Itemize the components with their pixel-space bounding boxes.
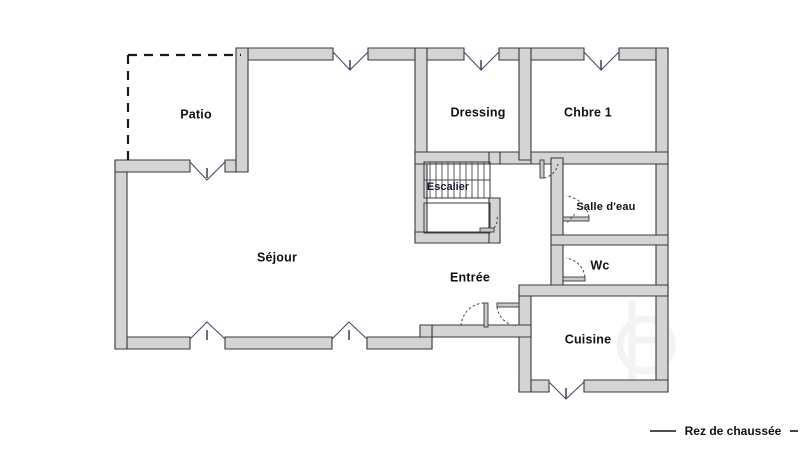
door-dressing-hall <box>539 159 559 179</box>
wall-patio-bottom-1 <box>114 159 191 173</box>
doors <box>460 159 590 328</box>
windows <box>189 51 620 400</box>
wall-structure <box>114 47 669 393</box>
wall-patio-right <box>235 47 249 173</box>
wall-entree-bottom <box>431 324 532 338</box>
room-label-wc: Wc <box>590 258 609 272</box>
wall-sejour-right <box>414 47 428 241</box>
window-cuisine-bottom <box>548 381 585 400</box>
window-patio-bottom <box>189 161 226 181</box>
patio-open-boundary <box>126 53 241 165</box>
wall-bottom-sejour-2 <box>224 336 333 350</box>
room-label-dressing: Dressing <box>450 105 505 119</box>
room-label-sejour: Séjour <box>257 250 297 264</box>
door-salledeau <box>562 195 590 222</box>
wall-bottom-cuisine-right <box>583 379 669 393</box>
room-label-patio: Patio <box>180 107 212 121</box>
door-entree-cuisine <box>496 302 520 327</box>
label-leaders <box>565 213 576 225</box>
wall-bottom-sejour-3 <box>366 336 433 350</box>
leader-salle-deau <box>565 213 576 225</box>
window-sejour-bottom-2 <box>331 321 368 340</box>
wall-escalier-right-upper <box>488 151 501 165</box>
window-top-2 <box>463 51 500 71</box>
caption-label: Rez de chaussée <box>685 424 782 438</box>
room-label-escalier: Escalier <box>427 181 470 193</box>
room-label-entree: Entrée <box>450 270 490 284</box>
wall-salledeau-bottom <box>550 234 669 246</box>
door-wc <box>562 257 586 282</box>
window-top-1 <box>332 51 369 71</box>
door-escalier <box>479 215 498 233</box>
door-entree-front <box>460 302 489 328</box>
wall-bottom-sejour-1 <box>126 336 191 350</box>
staircase <box>423 161 491 234</box>
wall-top-3 <box>498 47 585 61</box>
wall-salledeau-left <box>550 157 564 296</box>
plan-caption: Rez de chaussée <box>650 424 798 438</box>
wall-escalier-right-lower <box>488 197 501 244</box>
wall-chbre-bottom <box>530 151 669 165</box>
room-label-cuisine: Cuisine <box>565 332 612 346</box>
wall-top-1 <box>247 47 334 61</box>
wall-escalier-bottom <box>414 231 501 244</box>
wall-dressing-chbre <box>518 47 532 161</box>
room-label-salle-deau: Salle d'eau <box>576 201 635 213</box>
wall-cuisine-left <box>518 289 532 393</box>
wall-cuisine-top <box>518 284 669 297</box>
window-sejour-bottom-1 <box>189 321 226 340</box>
window-top-3 <box>583 51 620 71</box>
room-labels: Patio Séjour Dressing Chbre 1 Escalier S… <box>180 105 635 346</box>
wall-right-outer <box>655 47 669 393</box>
room-label-chbre1: Chbre 1 <box>564 105 612 119</box>
wall-left-outer <box>114 159 128 350</box>
